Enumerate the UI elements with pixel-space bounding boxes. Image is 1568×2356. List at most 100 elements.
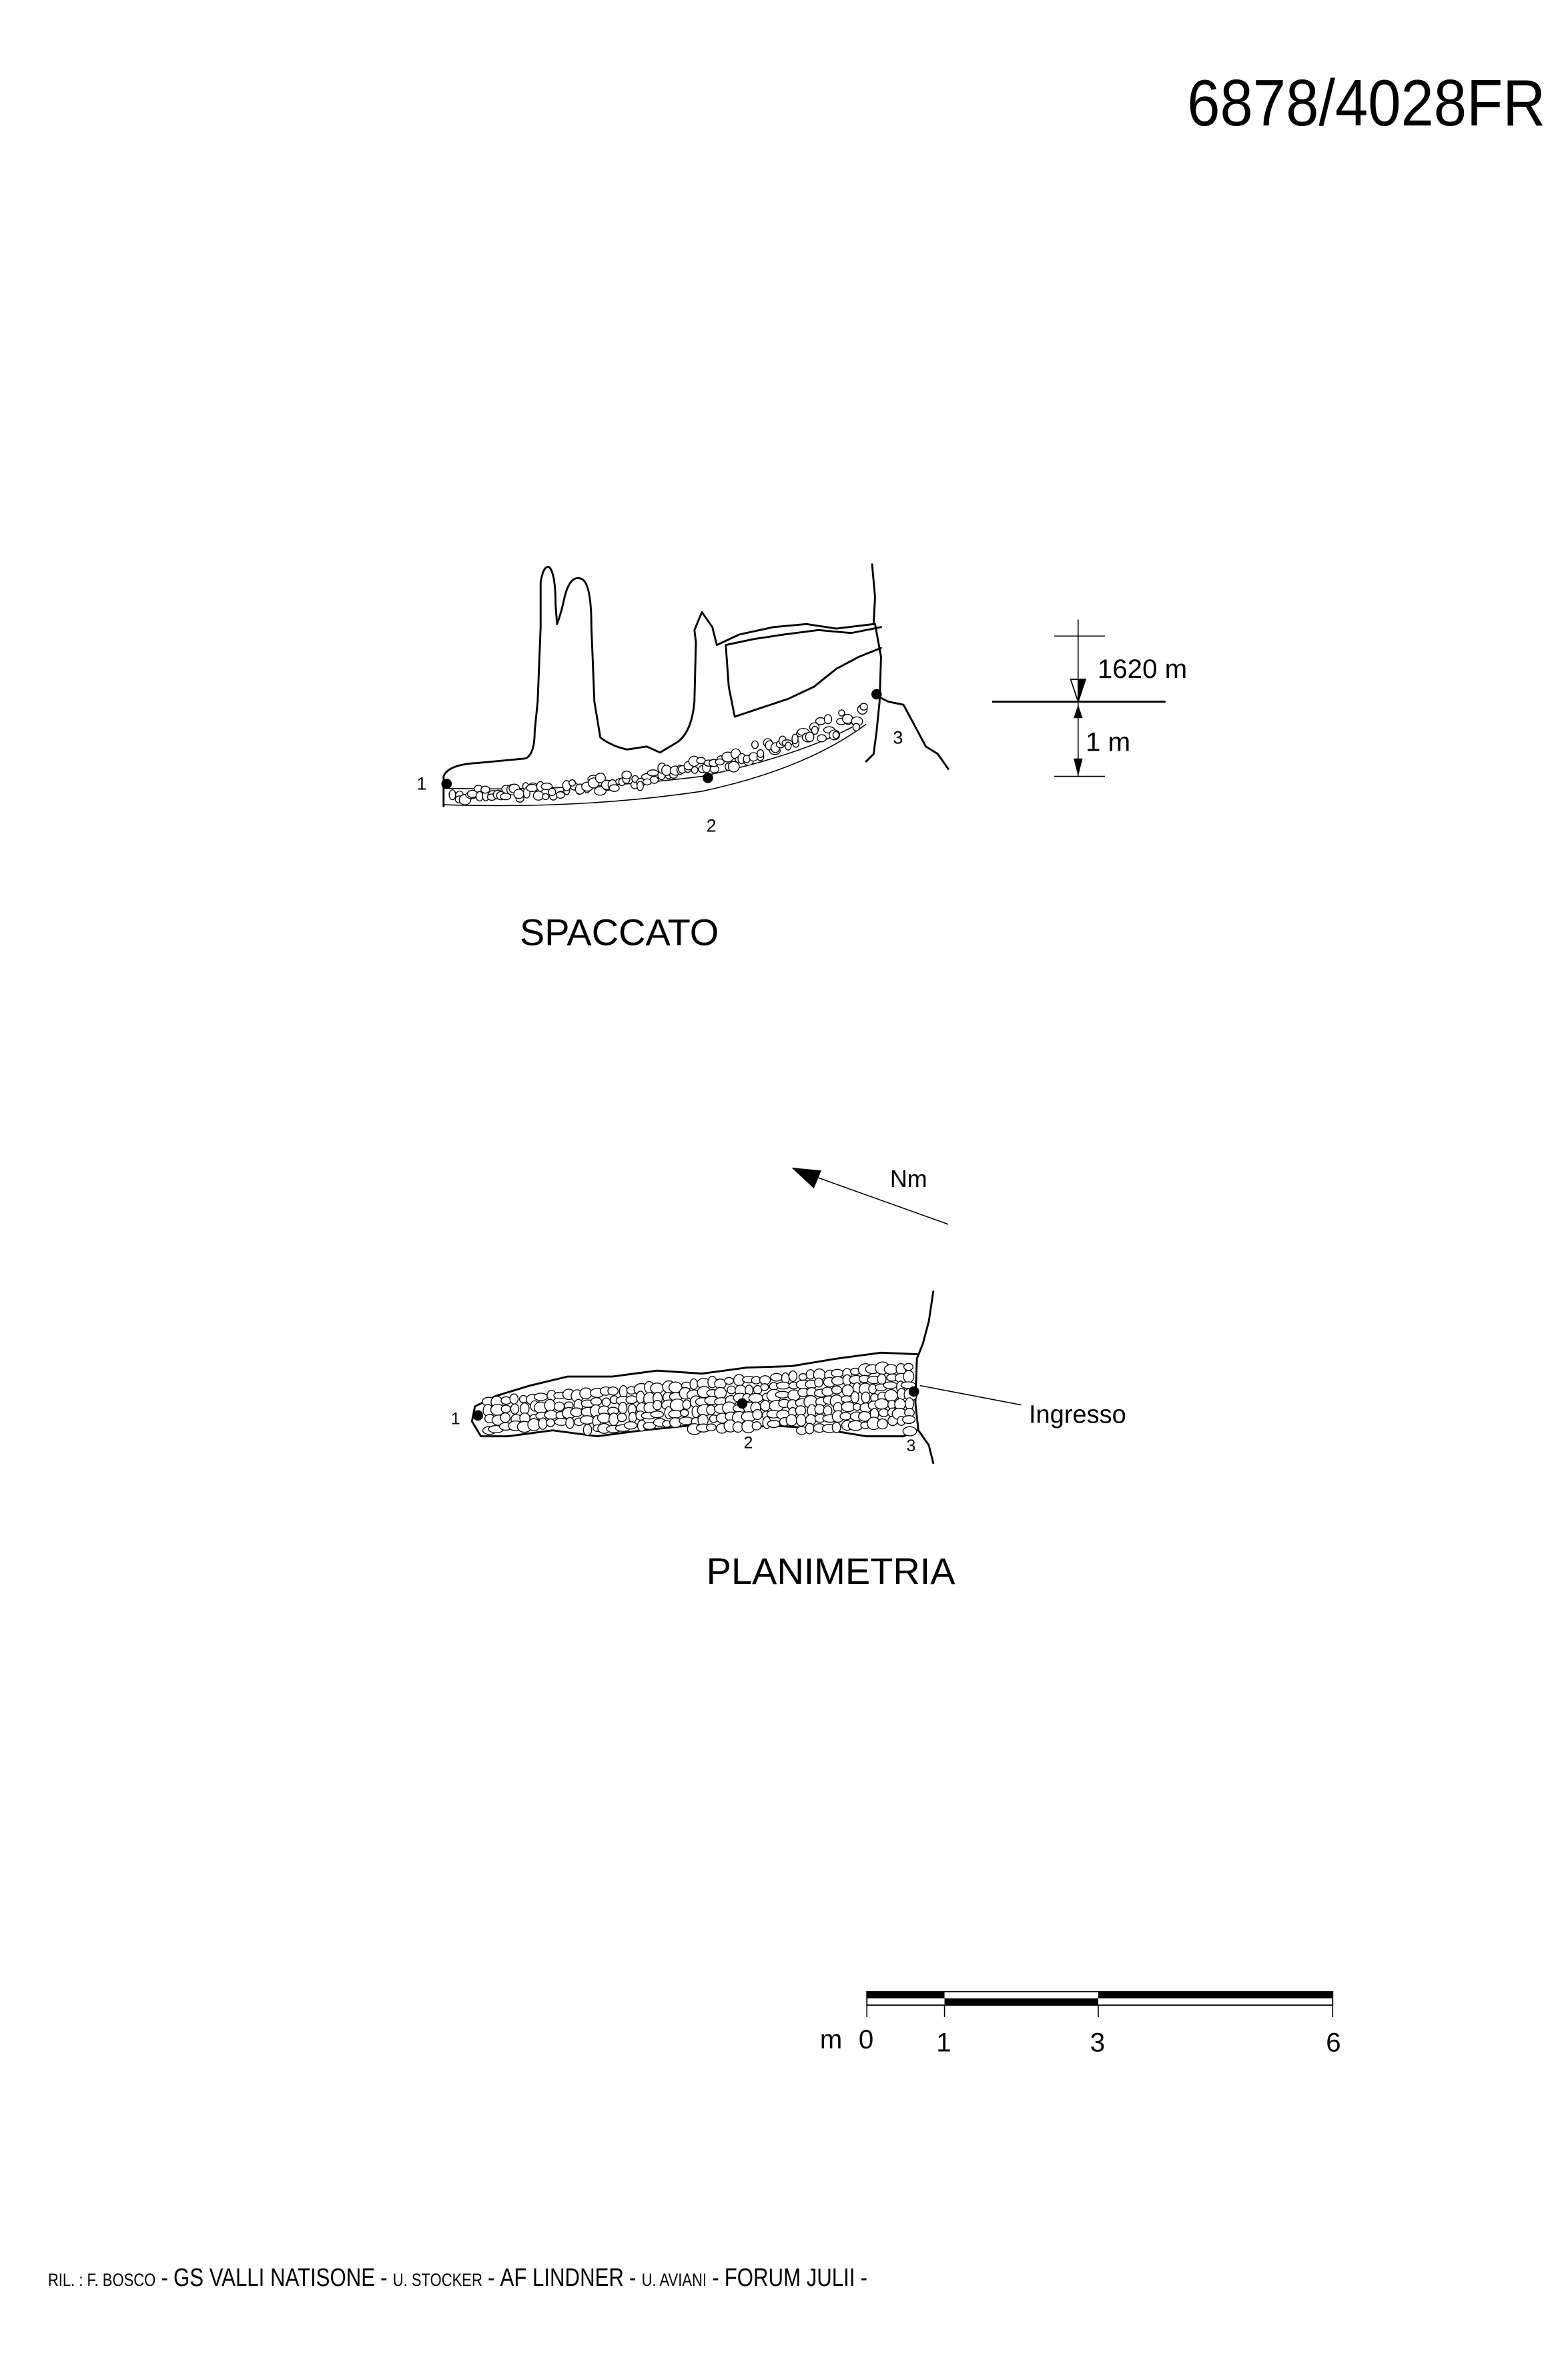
pebble: [546, 1418, 555, 1427]
scale-bar-segment-1-3: [944, 1998, 1099, 2006]
pebble: [689, 1378, 699, 1391]
credit-person-3: U. AVIANI: [642, 2271, 707, 2291]
pebble: [823, 714, 833, 725]
pebble: [874, 1398, 889, 1410]
section-inner-rock: [725, 626, 882, 718]
pebble: [590, 1397, 603, 1406]
pebble: [805, 1423, 815, 1435]
station-1-label: 1: [417, 774, 427, 794]
credit-separator: -: [488, 2264, 494, 2292]
pebble: [682, 1399, 691, 1410]
pebble: [609, 1413, 619, 1427]
credit-separator: -: [161, 2264, 167, 2292]
pebble: [760, 1400, 771, 1412]
pebble: [850, 1391, 859, 1404]
pebble: [785, 741, 792, 751]
pebble: [636, 1391, 645, 1404]
credits-line: RIL. : F. BOSCO - GS VALLI NATISONE - U.…: [48, 2264, 867, 2292]
pebble: [500, 1405, 511, 1413]
pebble: [448, 789, 456, 801]
credit-separator: -: [629, 2264, 636, 2292]
section-floor-line: [443, 723, 867, 807]
station-2-marker: [703, 772, 713, 783]
pebble: [767, 1419, 781, 1429]
pebble: [637, 781, 644, 791]
scale-unit: m: [820, 2024, 843, 2054]
pebble: [538, 1417, 548, 1430]
pebble: [770, 1372, 783, 1382]
pebble: [838, 709, 845, 717]
north-arrow: Nm: [791, 1166, 949, 1225]
pebble: [650, 1383, 665, 1395]
elevation-reference: 1620 m 1 m: [992, 619, 1187, 777]
vertical-scale-label: 1 m: [1086, 727, 1130, 757]
pebble: [475, 791, 484, 802]
pebble: [901, 1415, 916, 1424]
pebble: [788, 1370, 798, 1383]
cave-id-title: 6878/4028FR: [1187, 66, 1545, 139]
arrow-down-bottom-icon: [1074, 758, 1083, 777]
arrow-up-icon: [1074, 705, 1083, 719]
pebble: [831, 1385, 843, 1395]
scale-bar-segment-0-1: [867, 1992, 945, 1999]
pebble: [902, 1426, 917, 1437]
scale-tick-3: 3: [1090, 2028, 1105, 2058]
pebble: [582, 1423, 593, 1437]
pebble: [832, 731, 840, 739]
pebble: [650, 1411, 665, 1419]
pebble: [796, 1413, 807, 1427]
pebble: [617, 1413, 627, 1423]
plan-station-2-marker: [737, 1398, 748, 1409]
section-rubble: [448, 703, 868, 805]
pebble: [568, 779, 576, 787]
pebble: [751, 740, 759, 749]
pebble: [727, 1385, 737, 1395]
plan-station-1-label: 1: [451, 1411, 460, 1429]
pebble: [724, 1377, 734, 1385]
pebble: [715, 758, 725, 766]
credit-separator: -: [712, 2264, 719, 2292]
pebble: [618, 1401, 628, 1415]
pebble: [903, 1370, 915, 1383]
pebble: [805, 731, 815, 743]
pebble: [540, 782, 553, 791]
north-arrow-shaft: [806, 1173, 949, 1225]
section-drawing: 1 2 3: [417, 563, 949, 835]
pebble: [706, 1405, 716, 1416]
pebble: [565, 1417, 574, 1429]
pebble: [831, 1368, 844, 1378]
pebble: [533, 1393, 548, 1401]
credit-surveyor: RIL. : F. BOSCO: [48, 2271, 155, 2291]
pebble: [579, 1415, 595, 1425]
pebble: [649, 775, 659, 784]
pebble: [668, 1409, 683, 1419]
pebble: [510, 1403, 520, 1415]
plan-station-1-marker: [472, 1410, 484, 1421]
pebble: [714, 1387, 727, 1399]
pebble: [814, 1377, 824, 1388]
pebble: [757, 749, 765, 758]
pebble: [760, 1383, 769, 1391]
pebble: [652, 1399, 663, 1411]
pebble: [691, 766, 699, 774]
credit-person-2: U. STOCKER: [393, 2271, 482, 2291]
plan-station-3-label: 3: [906, 1437, 915, 1455]
pebble: [861, 1391, 871, 1404]
elevation-label: 1620 m: [1098, 654, 1187, 684]
pebble: [601, 1397, 611, 1407]
pebble: [509, 1393, 519, 1405]
section-entrance-slope: [875, 695, 949, 770]
pebble: [811, 725, 819, 735]
pebble: [775, 1381, 791, 1390]
pebble: [500, 1412, 511, 1423]
pebble: [609, 784, 620, 792]
credit-group-3: FORUM JULII: [725, 2264, 855, 2292]
station-3-marker: [871, 689, 882, 700]
pebble: [884, 1389, 898, 1403]
pebble: [903, 1362, 913, 1371]
credit-group-2: AF LINDNER: [500, 2264, 624, 2292]
pebble: [480, 785, 490, 794]
north-label: Nm: [890, 1166, 927, 1192]
pebble: [791, 733, 799, 745]
pebble: [621, 771, 633, 779]
